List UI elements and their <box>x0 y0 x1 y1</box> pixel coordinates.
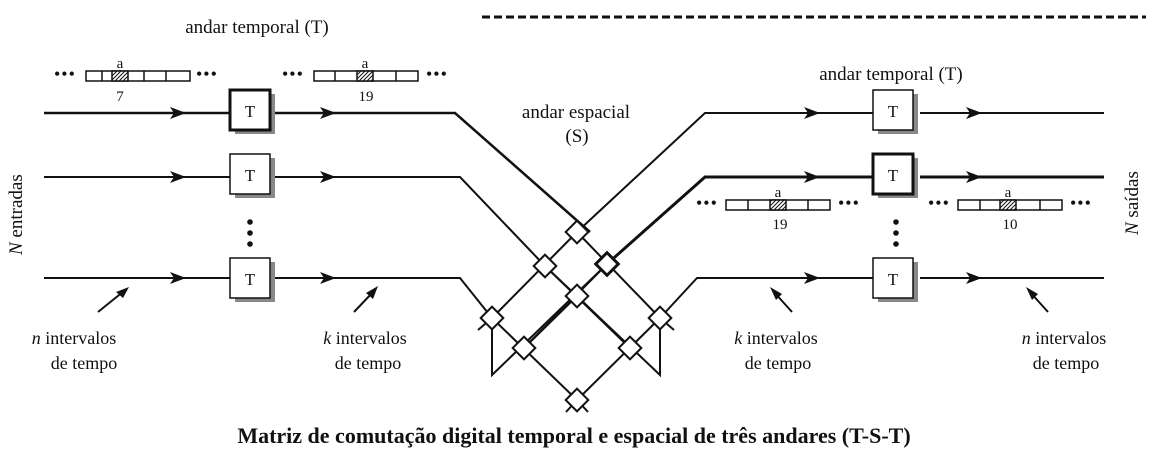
crosspoint <box>617 335 643 361</box>
outputs-label: N saídas <box>1122 171 1143 236</box>
crosspoints <box>479 219 673 413</box>
frame-dots: ••• <box>696 193 718 213</box>
slot-number: 19 <box>773 217 788 233</box>
left-time-stage-label: andar temporal (T) <box>185 17 328 38</box>
t-switches-right: T T T <box>871 89 918 302</box>
frame-dots: ••• <box>54 64 76 84</box>
time-frame: ••• ••• a 7 <box>54 56 218 105</box>
slot-number: 10 <box>1003 217 1018 233</box>
t-switch-label: T <box>888 166 899 185</box>
slot-label: a <box>1005 185 1012 201</box>
slot-number: 19 <box>359 89 374 105</box>
interval-label-n-left: n intervalos de tempo <box>32 328 117 373</box>
frame-dots: ••• <box>282 64 304 84</box>
slot-number: 7 <box>116 89 124 105</box>
right-time-stage-label: andar temporal (T) <box>819 64 962 85</box>
t-switch-label: T <box>245 166 256 185</box>
frame-dots: ••• <box>838 193 860 213</box>
slot-label: a <box>362 56 369 72</box>
output-arrows <box>804 107 982 284</box>
crosspoint <box>511 335 537 361</box>
t-switch-label: T <box>888 270 899 289</box>
output-lines <box>576 112 1104 319</box>
space-switch-grid <box>477 231 675 413</box>
diagram-caption: Matriz de comutação digital temporal e e… <box>237 423 910 448</box>
input-arrows <box>170 107 336 284</box>
svg-text:de tempo: de tempo <box>1033 353 1099 373</box>
t-switch: T <box>229 257 275 302</box>
crosspoint <box>532 253 558 279</box>
t-switch: T <box>872 89 918 134</box>
crosspoint <box>479 305 505 331</box>
inputs-label: N entradas <box>6 174 27 256</box>
interval-label-k-right: k intervalos de tempo <box>734 328 817 373</box>
svg-text:de tempo: de tempo <box>745 353 811 373</box>
svg-text:k intervalos: k intervalos <box>734 328 817 348</box>
t-switch-label: T <box>245 102 256 121</box>
time-frame: ••• ••• a 19 <box>282 56 448 105</box>
interval-label-n-right: n intervalos de tempo <box>1022 328 1106 373</box>
t-switches-left: T T T <box>228 88 275 302</box>
slot-label: a <box>775 185 782 201</box>
svg-text:de tempo: de tempo <box>335 353 401 373</box>
space-stage-label-s: (S) <box>565 126 588 147</box>
vertical-ellipsis <box>247 219 899 247</box>
t-switch: T <box>872 257 918 302</box>
space-stage-label: andar espacial <box>522 102 630 123</box>
frame-dots: ••• <box>426 64 448 84</box>
crosspoint <box>593 250 621 278</box>
crosspoint <box>564 219 590 245</box>
time-frame: ••• ••• a 10 <box>928 185 1092 233</box>
svg-text:k intervalos: k intervalos <box>323 328 406 348</box>
t-switch: T <box>228 88 275 134</box>
crosspoint <box>564 387 590 413</box>
crosspoint <box>564 283 590 309</box>
svg-text:n intervalos: n intervalos <box>32 328 116 348</box>
t-switch-label: T <box>888 102 899 121</box>
slot-label: a <box>117 56 124 72</box>
frame-dots: ••• <box>196 64 218 84</box>
svg-text:n intervalos: n intervalos <box>1022 328 1106 348</box>
frame-dots: ••• <box>1070 193 1092 213</box>
crosspoint <box>647 305 673 331</box>
t-switch: T <box>871 152 918 198</box>
interval-label-k-left: k intervalos de tempo <box>323 328 406 373</box>
time-frame: ••• ••• a 19 <box>696 185 860 233</box>
pointer-arrowheads <box>116 286 1038 300</box>
input-lines <box>44 111 591 319</box>
t-switch: T <box>229 153 275 198</box>
frame-dots: ••• <box>928 193 950 213</box>
svg-text:de tempo: de tempo <box>51 353 117 373</box>
t-switch-label: T <box>245 270 256 289</box>
